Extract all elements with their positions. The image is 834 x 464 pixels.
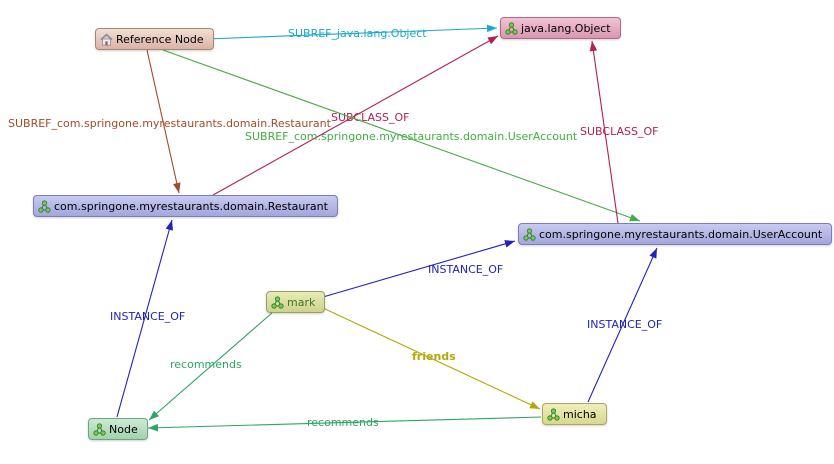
- graph-icon: [92, 422, 106, 436]
- node-label: mark: [287, 295, 316, 309]
- edge-line[interactable]: [322, 240, 516, 298]
- edge-subref-java-lang-object[interactable]: SUBREF_java.lang.Object: [205, 24, 498, 40]
- node-restaurant-class[interactable]: com.springone.myrestaurants.domain.Resta…: [33, 195, 338, 217]
- arrowhead-icon: [173, 182, 181, 193]
- edge-label: SUBREF_java.lang.Object: [288, 27, 427, 40]
- node-label: Node: [109, 422, 138, 436]
- edge-line[interactable]: [322, 307, 541, 410]
- graph-icon: [504, 21, 518, 35]
- edge-friends-mark-micha[interactable]: friends: [322, 307, 541, 410]
- edge-recommends-micha-node[interactable]: recommends: [147, 416, 542, 432]
- arrowhead-icon: [148, 423, 159, 432]
- edge-line[interactable]: [116, 219, 173, 418]
- edge-subref-restaurant[interactable]: SUBREF_com.springone.myrestaurants.domai…: [8, 49, 332, 194]
- arrowhead-icon: [649, 248, 657, 259]
- edge-label: INSTANCE_OF: [587, 318, 662, 331]
- edge-line[interactable]: [205, 27, 498, 40]
- edge-instance-of-mark[interactable]: INSTANCE_OF: [322, 240, 516, 298]
- edge-line[interactable]: [147, 416, 542, 429]
- arrowhead-icon: [504, 240, 515, 248]
- node-label: micha: [563, 407, 597, 421]
- graph-icon: [37, 199, 51, 213]
- node-label: java.lang.Object: [521, 21, 611, 35]
- arrowhead-icon: [629, 214, 640, 222]
- arrowhead-icon: [487, 36, 498, 45]
- edge-line[interactable]: [148, 312, 273, 421]
- node-node[interactable]: Node: [88, 418, 148, 440]
- edge-label: INSTANCE_OF: [428, 263, 503, 276]
- edge-label: SUBREF_com.springone.myrestaurants.domai…: [8, 117, 332, 130]
- node-label: com.springone.myrestaurants.domain.Resta…: [54, 199, 328, 213]
- node-reference-node[interactable]: Reference Node: [95, 28, 214, 50]
- edge-label: SUBCLASS_OF: [331, 111, 409, 124]
- edge-line[interactable]: [587, 247, 658, 403]
- arrowhead-icon: [165, 220, 173, 231]
- edge-subclass-of-restaurant[interactable]: SUBCLASS_OF: [212, 35, 499, 196]
- edge-label: friends: [412, 350, 456, 363]
- edge-instance-of-node[interactable]: INSTANCE_OF: [110, 219, 185, 418]
- edge-instance-of-micha[interactable]: INSTANCE_OF: [587, 247, 662, 403]
- edge-label: recommends: [307, 416, 379, 429]
- edge-label: SUBCLASS_OF: [580, 125, 658, 138]
- node-java-lang-object[interactable]: java.lang.Object: [500, 17, 621, 39]
- edge-recommends-mark-node[interactable]: recommends: [148, 312, 273, 421]
- graph-icon: [522, 227, 536, 241]
- arrowhead-icon: [529, 401, 540, 409]
- home-icon: [99, 32, 113, 46]
- edge-label: SUBREF_com.springone.myrestaurants.domai…: [245, 130, 578, 143]
- edge-label: recommends: [170, 358, 242, 371]
- arrowhead-icon: [486, 24, 497, 33]
- graph-icon: [546, 407, 560, 421]
- arrowhead-icon: [589, 41, 598, 52]
- edge-subclass-of-useraccount[interactable]: SUBCLASS_OF: [580, 40, 658, 224]
- edge-line[interactable]: [146, 49, 180, 194]
- arrowhead-icon: [149, 410, 160, 420]
- node-label: Reference Node: [116, 32, 204, 46]
- edge-label: INSTANCE_OF: [110, 310, 185, 323]
- node-micha[interactable]: micha: [542, 403, 607, 425]
- edge-line[interactable]: [162, 49, 641, 222]
- node-mark[interactable]: mark: [266, 291, 326, 313]
- node-useraccount-class[interactable]: com.springone.myrestaurants.domain.UserA…: [518, 223, 833, 245]
- edge-line[interactable]: [212, 35, 499, 196]
- edge-line[interactable]: [591, 40, 619, 224]
- node-label: com.springone.myrestaurants.domain.UserA…: [539, 227, 823, 241]
- edge-subref-useraccount[interactable]: SUBREF_com.springone.myrestaurants.domai…: [162, 49, 641, 222]
- graph-icon: [270, 295, 284, 309]
